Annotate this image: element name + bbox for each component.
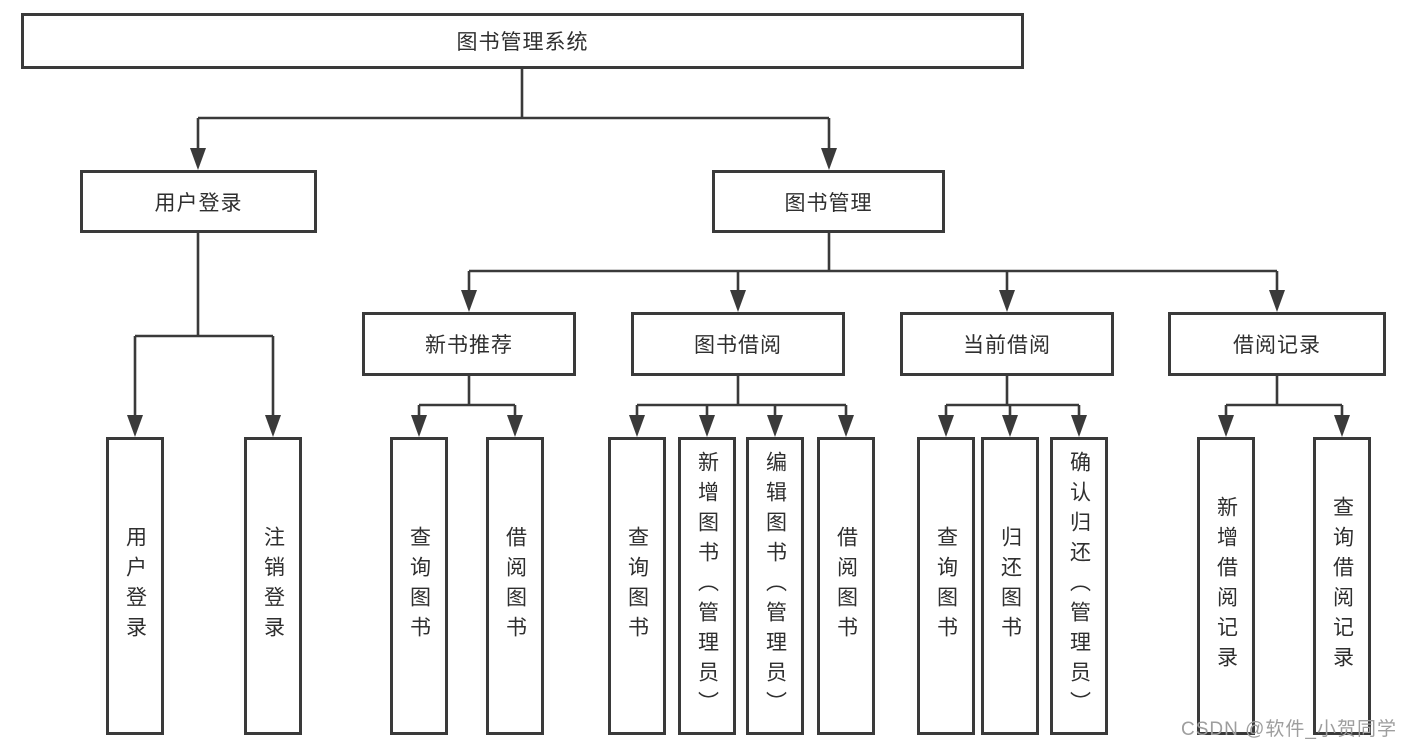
node-current-borrowing: 当前借阅 — [900, 312, 1114, 376]
leaf-label: 新增图书（管理员） — [695, 451, 719, 721]
node-label: 新书推荐 — [425, 334, 513, 357]
leaf-label: 借阅图书 — [834, 526, 858, 646]
node-library-management-system: 图书管理系统 — [21, 13, 1024, 69]
leaf-add-books-admin: 新增图书（管理员） — [678, 437, 736, 735]
node-user-login: 用户登录 — [80, 170, 317, 233]
node-book-management: 图书管理 — [712, 170, 945, 233]
node-label: 图书管理 — [784, 191, 873, 215]
leaf-label: 编辑图书（管理员） — [763, 451, 787, 721]
node-label: 借阅记录 — [1233, 334, 1321, 357]
leaf-label: 新增借阅记录 — [1214, 496, 1238, 676]
node-borrow-records: 借阅记录 — [1168, 312, 1386, 376]
leaf-borrow-books: 借阅图书 — [817, 437, 875, 735]
leaf-label: 用户登录 — [123, 526, 147, 646]
leaf-query-books-recommend: 查询图书 — [390, 437, 448, 735]
leaf-label: 查询借阅记录 — [1330, 496, 1354, 676]
node-label: 当前借阅 — [963, 334, 1051, 357]
leaf-query-borrow-record: 查询借阅记录 — [1313, 437, 1371, 735]
arrowheads — [127, 148, 1350, 437]
leaf-edit-books-admin: 编辑图书（管理员） — [746, 437, 804, 735]
node-label: 图书管理系统 — [456, 31, 589, 54]
leaf-query-books-borrowing: 查询图书 — [608, 437, 666, 735]
leaf-label: 查询图书 — [934, 526, 958, 646]
node-book-borrowing: 图书借阅 — [631, 312, 845, 376]
leaf-confirm-return-admin: 确认归还（管理员） — [1050, 437, 1108, 735]
leaf-logout: 注销登录 — [244, 437, 302, 735]
leaf-label: 确认归还（管理员） — [1067, 451, 1091, 721]
leaf-user-login: 用户登录 — [106, 437, 164, 735]
leaf-label: 注销登录 — [261, 526, 285, 646]
node-label: 用户登录 — [154, 191, 243, 215]
leaf-query-books-current: 查询图书 — [917, 437, 975, 735]
leaf-return-books: 归还图书 — [981, 437, 1039, 735]
leaf-borrow-books-recommend: 借阅图书 — [486, 437, 544, 735]
node-label: 图书借阅 — [694, 334, 782, 357]
node-new-book-recommend: 新书推荐 — [362, 312, 576, 376]
leaf-label: 查询图书 — [625, 526, 649, 646]
csdn-watermark: CSDN @软件_小贺同学 — [1181, 719, 1397, 740]
leaf-label: 归还图书 — [998, 526, 1022, 646]
leaf-label: 借阅图书 — [503, 526, 527, 646]
tree-edges — [133, 69, 1344, 433]
leaf-add-borrow-record: 新增借阅记录 — [1197, 437, 1255, 735]
leaf-label: 查询图书 — [407, 526, 431, 646]
